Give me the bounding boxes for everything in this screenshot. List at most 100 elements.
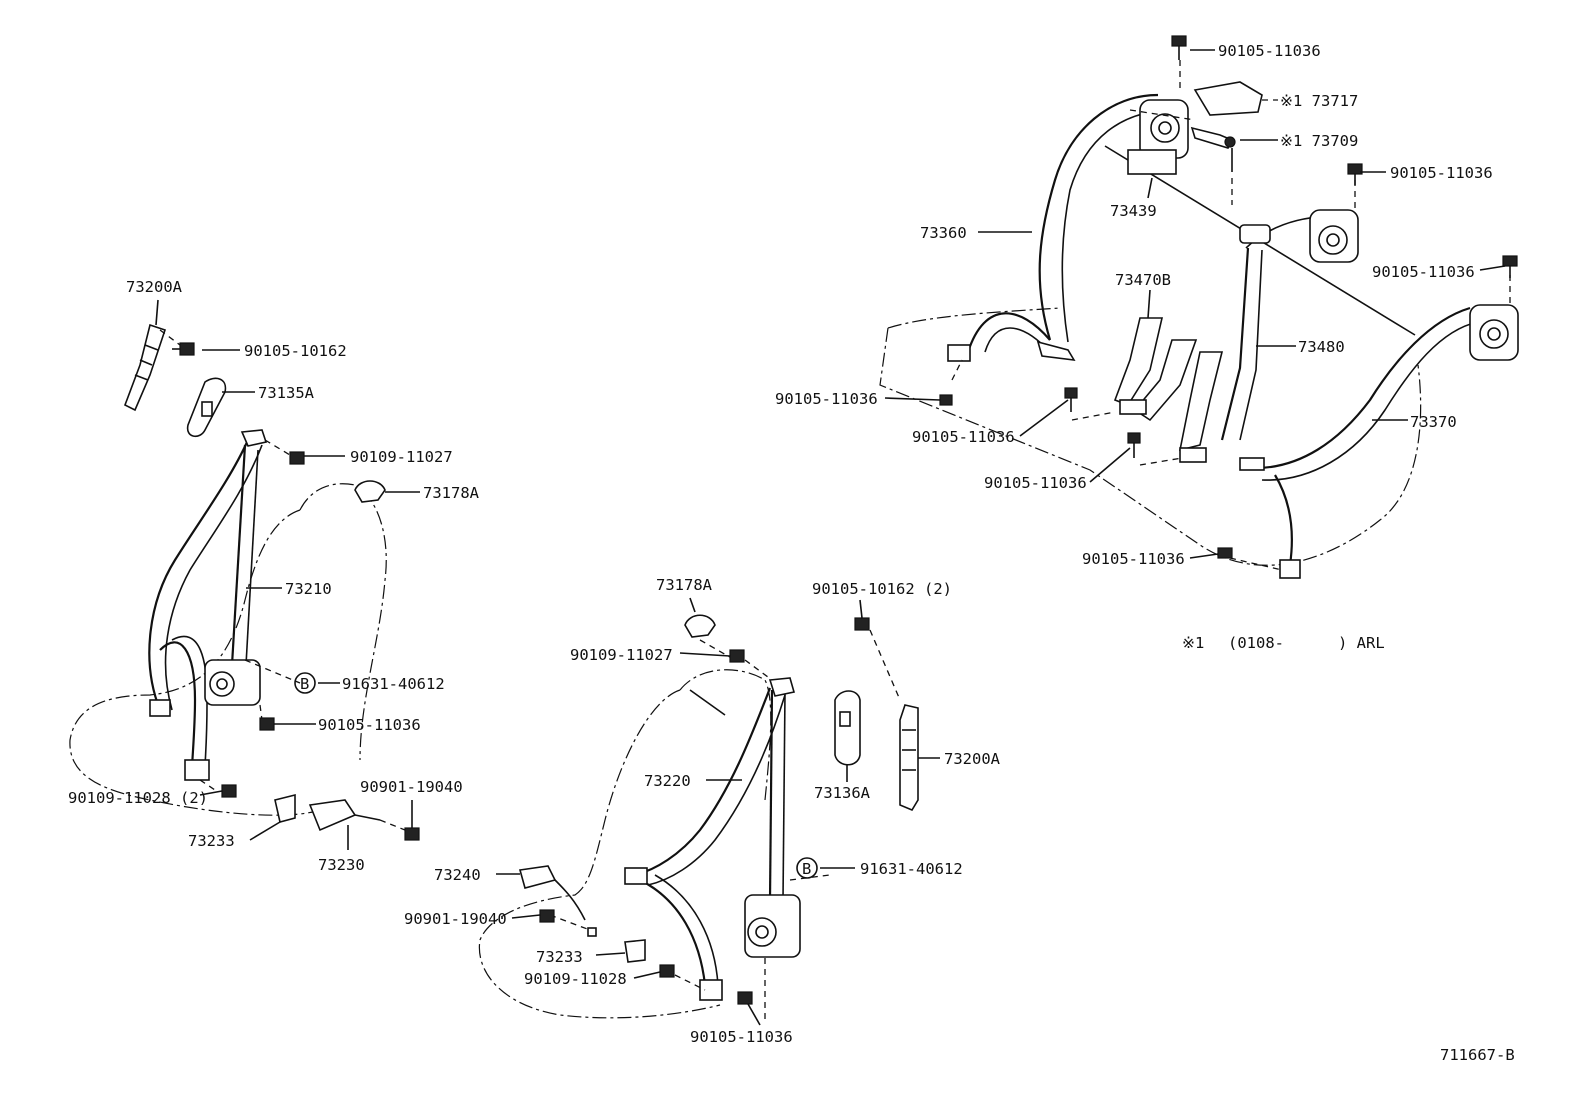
buckle-73240-icon [518, 865, 557, 889]
part-label: 73178A [423, 484, 480, 502]
cover-73135A-icon [186, 377, 227, 438]
mount-line-r7 [549, 914, 591, 931]
mount-line-l5 [199, 779, 216, 791]
rear-center-retractor-icon [1309, 209, 1359, 263]
mount-line-l1 [264, 439, 291, 456]
cap-73178A-icon [354, 480, 386, 503]
part-label: 90109-11028 (2) [68, 789, 208, 807]
bolt-icon [939, 394, 953, 406]
part-label: 73233 [188, 832, 235, 850]
right-vertical-belt [768, 689, 774, 901]
bolt-icon [659, 964, 675, 978]
rear-left-lap-belt [966, 312, 1051, 353]
bolt-icon [854, 617, 870, 631]
part-label: 73480 [1298, 338, 1345, 356]
rear-right-lap-anchor [1274, 474, 1293, 566]
height-adjuster-73200A-icon [899, 704, 919, 812]
rear-left-shoulder-belt-edge [1061, 109, 1176, 343]
bolt-icon [1502, 255, 1518, 278]
leader-lines [155, 49, 1506, 1026]
part-label: 73136A [814, 784, 871, 802]
part-label: 73200A [126, 278, 183, 296]
left-seat-outline [69, 483, 387, 816]
part-label: 90901-19040 [360, 778, 463, 796]
buckle-73230-strap [354, 814, 381, 821]
rear-right-shoulder-belt-edge [1261, 321, 1479, 481]
rear-left-retractor-icon [1139, 99, 1189, 159]
part-label: ※1 73709 [1280, 132, 1358, 150]
part-label: 73360 [920, 224, 967, 242]
part-label: 90105-10162 (2) [812, 580, 952, 598]
right-tongue-plate [624, 867, 648, 885]
bolt-icon [259, 717, 275, 731]
part-label: 90105-10162 [244, 342, 347, 360]
rear-center-belt-guide-loop [1239, 224, 1271, 244]
part-label: 73210 [285, 580, 332, 598]
note-mark: ※1 [1182, 634, 1204, 652]
right-shoulder-belt-73220 [634, 687, 772, 877]
part-label: 73135A [258, 384, 315, 402]
front-right-seat-belt-assembly [478, 614, 919, 1020]
right-shoulder-belt-edge [647, 694, 786, 886]
cover-73233-icon [624, 939, 646, 963]
mount-line-4 [1071, 411, 1116, 421]
note-suffix: ) ARL [1338, 634, 1385, 652]
bolt-icon [539, 909, 555, 923]
cover-73135A-window [201, 401, 213, 417]
part-label: 90901-19040 [404, 910, 507, 928]
part-label: 73200A [944, 750, 1001, 768]
bolt-icon [404, 827, 420, 841]
part-label: 91631-40612 [860, 860, 963, 878]
mount-line-l6 [379, 819, 406, 831]
left-lap-anchor-plate [184, 759, 210, 781]
part-label: 91631-40612 [342, 675, 445, 693]
rear-center-belt-edge [1239, 249, 1263, 441]
cover-73136A-icon [834, 690, 861, 766]
mount-line-l3 [244, 659, 301, 684]
part-label: 90105-11036 [1390, 164, 1493, 182]
part-label: 90109-11028 [524, 970, 627, 988]
bolt-icon [289, 451, 305, 465]
bracket-73709-icon [1190, 126, 1236, 205]
left-belt-end-plate [149, 699, 171, 717]
part-label: 90105-11036 [775, 390, 878, 408]
part-label: 90105-11036 [1082, 550, 1185, 568]
mount-line-r6 [674, 974, 706, 991]
cap-73178A-icon [684, 614, 716, 638]
rear-left-bracket [1036, 340, 1076, 361]
mount-line-r4 [789, 874, 831, 881]
mount-line-l2 [159, 329, 181, 346]
rear-seat-belt-assembly [879, 35, 1519, 579]
part-label: 90105-11036 [912, 428, 1015, 446]
right-lap-anchor-plate [699, 979, 723, 1001]
right-lap-belt-edge [654, 874, 719, 986]
part-label: 90109-11027 [570, 646, 673, 664]
mount-line-r2 [744, 659, 773, 681]
part-label: 90105-11036 [1218, 42, 1321, 60]
right-vertical-belt-edge [782, 691, 786, 901]
applicability-note: ※1 (0108- ) ARL [1182, 634, 1385, 652]
bolt-icon [172, 342, 195, 356]
mount-line-r3 [869, 629, 901, 701]
bolt-icon [729, 649, 745, 663]
bolt-icon [1347, 163, 1363, 185]
connector-icon [587, 927, 597, 937]
rear-right-retractor-icon [1469, 304, 1519, 361]
mount-line-6 [1229, 557, 1283, 571]
left-retractor-icon [204, 659, 261, 706]
part-label: 90105-11036 [318, 716, 421, 734]
right-upper-anchor [768, 677, 796, 697]
bolt-icon [1171, 35, 1187, 60]
rear-center-belt-73480 [1220, 247, 1250, 441]
left-lap-belt-edge [171, 635, 208, 771]
marker-b-right-label: B [802, 860, 811, 878]
bolt-icon [221, 784, 237, 798]
part-label: 73370 [1410, 413, 1457, 431]
right-retractor-icon [744, 894, 801, 958]
mount-line-5 [1139, 457, 1183, 466]
left-vertical-belt [230, 444, 247, 666]
bolt-icon [1064, 387, 1078, 412]
part-label: 73240 [434, 866, 481, 884]
part-label: 73439 [1110, 202, 1157, 220]
